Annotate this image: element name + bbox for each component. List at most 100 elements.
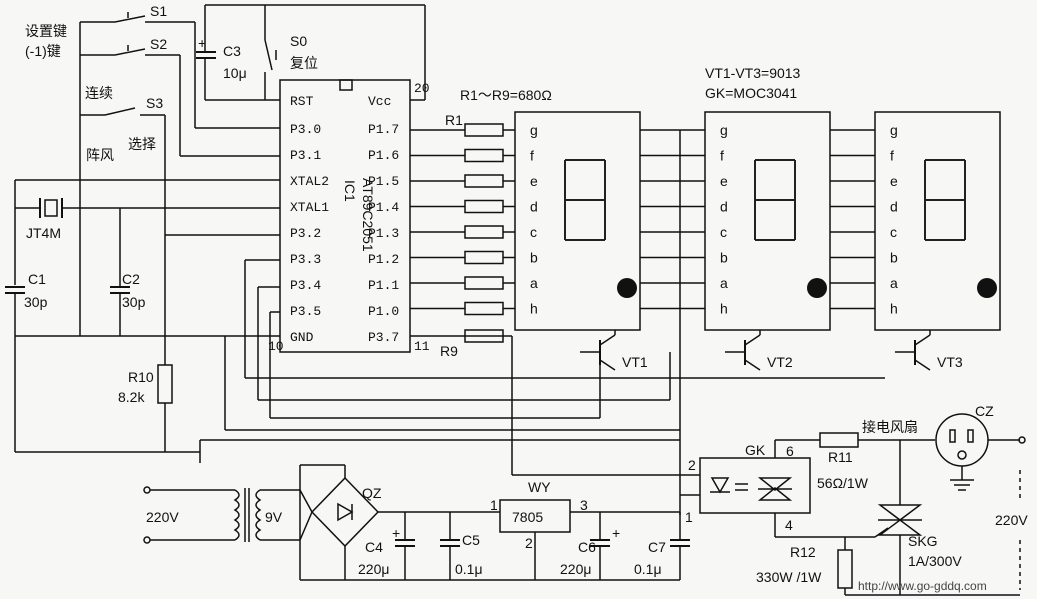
bridge-rectifier-qz: QZ [299,465,500,580]
svg-text:设置键: 设置键 [25,23,67,39]
svg-text:4: 4 [785,517,793,533]
svg-text:330W /1W: 330W /1W [756,569,822,585]
decimal-point [617,278,637,298]
ic-pin-right: P1.6 [368,148,399,163]
decimal-point [807,278,827,298]
segment-label: c [890,224,897,240]
transistor-label: VT2 [767,354,793,370]
ic-pin-right: P1.1 [368,278,399,293]
segment-label: f [530,148,534,164]
segment-label: b [530,250,538,266]
resistor [464,123,504,137]
optocoupler-gk: GK 2 4 6 56Ω/1W [688,442,869,533]
svg-text:+: + [392,525,400,541]
resistor [464,148,504,163]
svg-text:S2: S2 [150,36,167,52]
svg-text:连续: 连续 [85,85,113,101]
ic-pin-left: P3.1 [290,148,321,163]
segment-label: g [720,122,728,138]
crystal-jt4m: JT4M [15,198,280,241]
svg-text:R1～R9=680Ω: R1～R9=680Ω [460,87,552,103]
svg-text:0.1μ: 0.1μ [634,561,662,577]
resistor [464,199,504,214]
ic-pin-left: P3.2 [290,226,321,241]
svg-text:S0: S0 [290,33,307,49]
svg-text:0.1μ: 0.1μ [455,561,483,577]
svg-text:C7: C7 [648,539,666,555]
svg-text:6: 6 [786,443,794,459]
svg-text:AT89C2051: AT89C2051 [360,178,376,252]
capacitor-c5: C5 0.1μ [440,512,483,580]
segment-label: g [530,122,538,138]
svg-text:10μ: 10μ [223,65,247,81]
svg-text:C2: C2 [122,271,140,287]
ic-pin-left: XTAL1 [290,200,329,215]
svg-text:IC1: IC1 [342,180,358,202]
resistor [464,250,504,265]
transistor-vt3: VT3 [895,330,963,371]
svg-text:SKG: SKG [908,533,938,549]
segment-label: e [530,173,538,189]
transistor-vt1: VT1 [580,330,648,371]
segment-label: g [890,122,898,138]
transformer: 9V [233,488,300,542]
svg-text:C6: C6 [578,539,596,555]
svg-text:S1: S1 [150,3,167,19]
segment-label: f [720,148,724,164]
ic-at89c2051: 20 10 11 IC1 AT89C2051 [268,79,430,354]
svg-text:9V: 9V [265,509,283,525]
svg-text:+: + [612,525,620,541]
segment-label: d [530,199,538,215]
ic-pin-left: XTAL2 [290,174,329,189]
svg-text:(-1)键: (-1)键 [25,43,61,59]
watermark: http://www.go-gddq.com [858,579,987,593]
segment-label: b [890,250,898,266]
regulator-7805: 7805 WY 1 3 2 1 [490,479,693,580]
svg-text:GK=MOC3041: GK=MOC3041 [705,85,797,101]
power-input: 220V [143,486,235,544]
svg-text:R12: R12 [790,544,816,560]
switch-s2: S2 [80,36,280,157]
svg-text:8.2k: 8.2k [118,389,145,405]
resistor-r12: R12 330W /1W [756,537,853,595]
svg-text:30p: 30p [24,294,48,310]
svg-text:R11: R11 [828,449,853,465]
segment-label: c [720,224,727,240]
segment-label: h [720,301,728,317]
capacitor-c7: C7 0.1μ [634,512,690,580]
svg-text:30p: 30p [122,294,146,310]
svg-text:C3: C3 [223,43,241,59]
ic-pin-left: GND [290,330,314,345]
ic-pin-right: P1.2 [368,252,399,267]
svg-text:56Ω/1W: 56Ω/1W [817,475,869,491]
svg-text:JT4M: JT4M [26,225,61,241]
svg-text:1: 1 [490,497,498,513]
svg-text:VT1-VT3=9013: VT1-VT3=9013 [705,65,801,81]
resistor [464,174,504,188]
resistor [464,276,504,290]
capacitor-c2: C2 30p [110,208,146,336]
svg-text:C5: C5 [462,532,480,548]
ic-pin-right: P1.3 [368,226,399,241]
switch-s1: S1 [80,3,280,129]
svg-text:S3: S3 [146,95,163,111]
svg-text:2: 2 [688,457,696,473]
ic-pin-left: P3.0 [290,122,321,137]
ic-pin-right: P1.7 [368,122,399,137]
ic-pin-right: P1.0 [368,304,399,319]
segment-label: e [890,173,898,189]
fan-socket-cz: 接电风扇 CZ 220V [862,403,1028,590]
capacitor-c4: C4 220μ + [358,512,415,580]
svg-text:GK: GK [745,442,766,458]
svg-text:C1: C1 [28,271,46,287]
svg-text:QZ: QZ [362,485,382,501]
resistor [464,225,504,239]
ic-pin-right: P1.4 [368,200,399,215]
ic-pin-right: Vcc [368,94,391,109]
resistor [464,301,504,316]
transistor-label: VT3 [937,354,963,370]
